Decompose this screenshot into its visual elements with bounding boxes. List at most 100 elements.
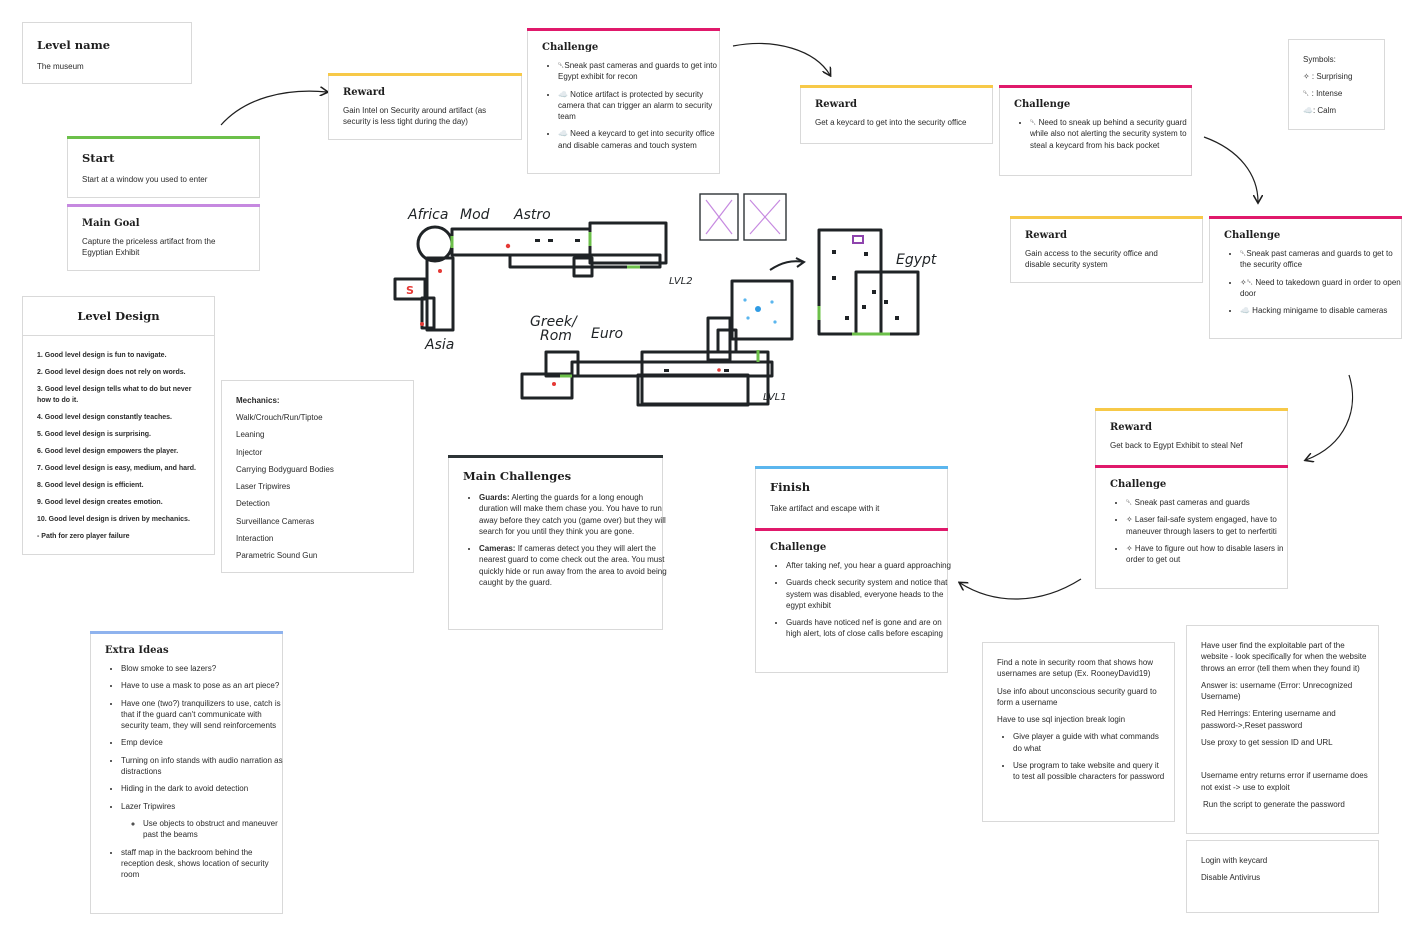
level-design-item: 10. Good level design is driven by mecha… (37, 516, 190, 523)
extra-idea-item: Turning on info stands with audio narrat… (121, 755, 286, 778)
extra-idea-item: Blow smoke to see lazers? (121, 663, 286, 674)
map-lvl1-step (706, 316, 732, 362)
main-challenge-guards: Guards: Alerting the guards for a long e… (479, 492, 667, 537)
finish-card: Finish Take artifact and escape with it (755, 466, 948, 531)
arrow-challenge2-to-reward3 (1203, 136, 1258, 202)
arrow-challenge3-to-reward4 (1306, 374, 1354, 460)
mechanics-card: Mechanics: Walk/Crouch/Run/Tiptoe Leanin… (221, 380, 414, 573)
keycard-note-card: Login with keycard Disable Antivirus (1186, 840, 1379, 913)
extra-idea-item: Have one (two?) tranquilizers to use, ca… (121, 698, 286, 732)
mechanic-item: Surveillance Cameras (236, 516, 315, 526)
reward-card-1: Reward Gain Intel on Security around art… (328, 73, 522, 140)
level-design-list: 1. Good level design is fun to navigate.… (37, 350, 207, 548)
main-goal-text: Capture the priceless artifact from the … (82, 237, 216, 258)
challenge-5-list: After taking nef, you hear a guard appro… (770, 560, 951, 646)
extra-idea-subitem: Use objects to obstruct and maneuver pas… (143, 818, 286, 841)
challenge-1-list: ␡Sneak past cameras and guards to get in… (542, 60, 723, 157)
extra-idea-item: Lazer Tripwires Use objects to obstruct … (121, 801, 286, 841)
level-name-title: Level name (37, 38, 111, 52)
level-design-item: 1. Good level design is fun to navigate. (37, 352, 167, 359)
level-design-item: 2. Good level design does not rely on wo… (37, 369, 186, 376)
map-corridor-lvl2 (508, 253, 662, 269)
map-label-egypt: Egypt (896, 252, 937, 268)
sql-note-para: Find a note in security room that shows … (997, 658, 1154, 679)
map-lvl1-lower (636, 373, 750, 407)
challenge-card-3: Challenge ␡Sneak past cameras and guards… (1209, 216, 1402, 339)
challenge-3-title: Challenge (1224, 230, 1281, 241)
reward-2-text: Get a keycard to get into the security o… (815, 118, 967, 127)
extra-ideas-list: Blow smoke to see lazers? Have to use a … (105, 663, 286, 886)
map-small-room-lvl2 (572, 256, 594, 278)
sql-note-list: Give player a guide with what commands d… (997, 731, 1165, 782)
level-design-item: 3. Good level design tells what to do bu… (37, 386, 192, 404)
reward-1-text: Gain Intel on Security around artifact (… (343, 106, 487, 127)
map-lvl1-step-2 (716, 328, 738, 354)
challenge-5-title: Challenge (770, 542, 827, 553)
challenge-4-item: ✧ Laser fail-safe system engaged, have t… (1126, 514, 1291, 537)
challenge-3-item: ☁️ Hacking minigame to disable cameras (1240, 305, 1405, 316)
map-astro-room (588, 221, 668, 265)
level-design-item: 7. Good level design is easy, medium, an… (37, 465, 196, 472)
mechanic-item: Leaning (236, 430, 265, 440)
map-africa-room (416, 225, 454, 263)
challenge-card-5: Challenge After taking nef, you hear a g… (755, 528, 951, 673)
map-label-africa: Africa (407, 207, 448, 223)
reward-2-title: Reward (815, 99, 858, 110)
keycard-note-para: Disable Antivirus (1201, 873, 1261, 883)
challenge-5-item: Guards check security system and notice … (786, 577, 951, 611)
exploit-note-para: Username entry returns error if username… (1201, 771, 1368, 792)
challenge-card-2: Challenge ␡ Need to sneak up behind a se… (999, 85, 1192, 176)
map-label-lvl2: LVL2 (669, 276, 693, 287)
map-mod-room (450, 227, 592, 257)
challenge-1-title: Challenge (542, 42, 599, 53)
mechanic-item: Walk/Crouch/Run/Tiptoe (236, 413, 323, 422)
level-design-item: 9. Good level design creates emotion. (37, 499, 163, 506)
level-design-item: 6. Good level design empowers the player… (37, 448, 179, 455)
mechanics-title: Mechanics: (236, 396, 280, 405)
sql-note-para: Use info about unconscious security guar… (997, 686, 1157, 707)
sql-note-card: Find a note in security room that shows … (982, 642, 1175, 822)
challenge-3-item: ␡Sneak past cameras and guards to get to… (1240, 248, 1405, 271)
map-asia-room (425, 256, 455, 332)
reward-card-3: Reward Gain access to the security offic… (1010, 216, 1203, 283)
level-design-item: 8. Good level design is efficient. (37, 482, 144, 489)
reward-4-text: Get back to Egypt Exhibit to steal Nef (1110, 441, 1243, 450)
level-design-item: - Path for zero player failure (37, 533, 130, 540)
main-challenges-list: Guards: Alerting the guards for a long e… (463, 492, 667, 594)
arrow-challenge1-to-reward2 (732, 42, 830, 75)
challenge-5-item: Guards have noticed nef is gone and are … (786, 617, 951, 640)
level-design-item: 5. Good level design is surprising. (37, 431, 151, 438)
map-label-euro: Euro (591, 326, 623, 342)
exploit-note-card: Have user find the exploitable part of t… (1186, 625, 1379, 834)
challenge-card-4: Challenge ␡ Sneak past cameras and guard… (1095, 465, 1288, 589)
symbols-card: Symbols: ✧ : Surprising ␡ : Intense ☁️: … (1288, 39, 1385, 130)
map-label-greek: Greek/ (530, 314, 578, 330)
reward-4-title: Reward (1110, 422, 1153, 433)
level-design-item: 4. Good level design constantly teaches. (37, 414, 172, 421)
map-label-mod: Mod (460, 207, 490, 223)
keycard-note-para: Login with keycard (1201, 856, 1268, 865)
sql-note-item: Use program to take website and query it… (1013, 760, 1165, 783)
finish-text: Take artifact and escape with it (770, 504, 880, 513)
challenge-1-item: ␡Sneak past cameras and guards to get in… (558, 60, 723, 83)
extra-ideas-card: Extra Ideas Blow smoke to see lazers? Ha… (90, 631, 283, 914)
start-card: Start Start at a window you used to ente… (67, 136, 260, 198)
finish-title: Finish (770, 480, 811, 494)
mechanic-item: Detection (236, 499, 270, 509)
symbols-title: Symbols: (1303, 55, 1336, 64)
map-label-asia: Asia (424, 337, 454, 353)
level-design-card: Level Design 1. Good level design is fun… (22, 296, 215, 555)
map-egypt-room (817, 228, 883, 336)
mechanic-item: Carrying Bodyguard Bodies (236, 464, 334, 474)
level-name-card: Level name The museum (22, 22, 192, 84)
main-challenges-card: Main Challenges Guards: Alerting the gua… (448, 455, 667, 630)
challenge-5-item: After taking nef, you hear a guard appro… (786, 560, 951, 571)
challenge-4-title: Challenge (1110, 479, 1167, 490)
mechanic-item: Laser Tripwires (236, 482, 291, 492)
map-label-rom: Rom (540, 328, 572, 344)
keycard-note-paras: Login with keycard Disable Antivirus (1201, 855, 1369, 890)
reward-card-4: Reward Get back to Egypt Exhibit to stea… (1095, 408, 1288, 468)
extra-ideas-sublist: Use objects to obstruct and maneuver pas… (121, 818, 286, 841)
